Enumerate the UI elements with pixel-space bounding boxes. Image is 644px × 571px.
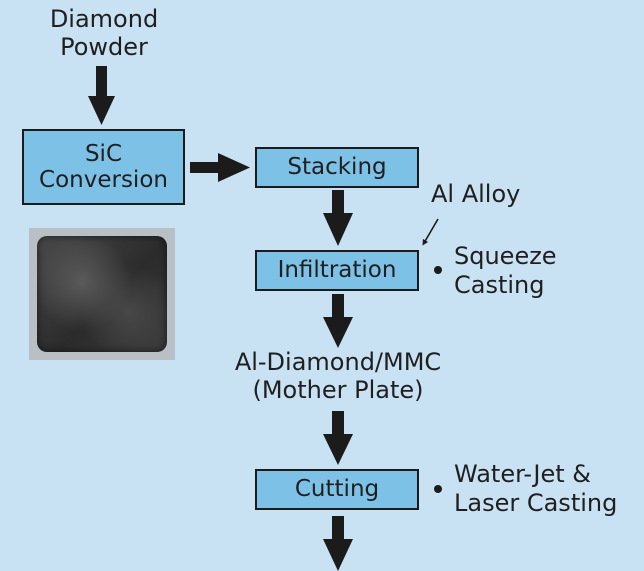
cutting-label: Cutting: [294, 476, 380, 503]
dark-square-sample-icon: [37, 236, 167, 352]
arrow-product-to-cutting: [323, 411, 353, 465]
squeeze-casting-bullet: [434, 266, 442, 274]
al-alloy-label: Al Alloy: [431, 180, 521, 208]
sic-conversion-line-1: SiC: [84, 140, 123, 167]
diamond-powder-label: Diamond Powder: [34, 5, 174, 61]
arrow-sic-to-stacking: [190, 153, 250, 182]
sample-photo: [29, 228, 175, 360]
waterjet-line-1: Water-Jet &: [454, 460, 592, 488]
stacking-label: Stacking: [287, 154, 387, 181]
sic-conversion-line-2: Conversion: [39, 167, 168, 193]
infiltration-box: Infiltration: [255, 250, 419, 291]
waterjet-bullet: [434, 485, 442, 493]
squeeze-casting-line-1: Squeeze: [454, 242, 557, 270]
arrow-powder-to-sic: [88, 66, 115, 125]
infiltration-label: Infiltration: [277, 257, 397, 284]
sic-conversion-box: SiC Conversion: [22, 129, 185, 205]
squeeze-casting-line-2: Casting: [454, 270, 545, 299]
product-line-2: (Mother Plate): [252, 375, 424, 404]
arrow-al-alloy: [422, 218, 439, 246]
squeeze-casting-label: Squeeze Casting: [454, 242, 557, 300]
arrow-infiltration-to-product: [323, 294, 353, 348]
diamond-powder-line-1: Diamond: [49, 5, 159, 33]
stacking-box: Stacking: [255, 147, 419, 188]
product-label: Al-Diamond/MMC (Mother Plate): [203, 348, 473, 404]
arrow-cutting-down: [323, 516, 353, 571]
product-line-1: Al-Diamond/MMC: [234, 348, 442, 376]
waterjet-line-2: Laser Casting: [454, 488, 618, 517]
cutting-box: Cutting: [255, 469, 419, 510]
arrow-stacking-to-infiltration: [323, 190, 353, 246]
diamond-powder-line-2: Powder: [60, 32, 148, 61]
waterjet-label: Water-Jet & Laser Casting: [454, 460, 617, 518]
